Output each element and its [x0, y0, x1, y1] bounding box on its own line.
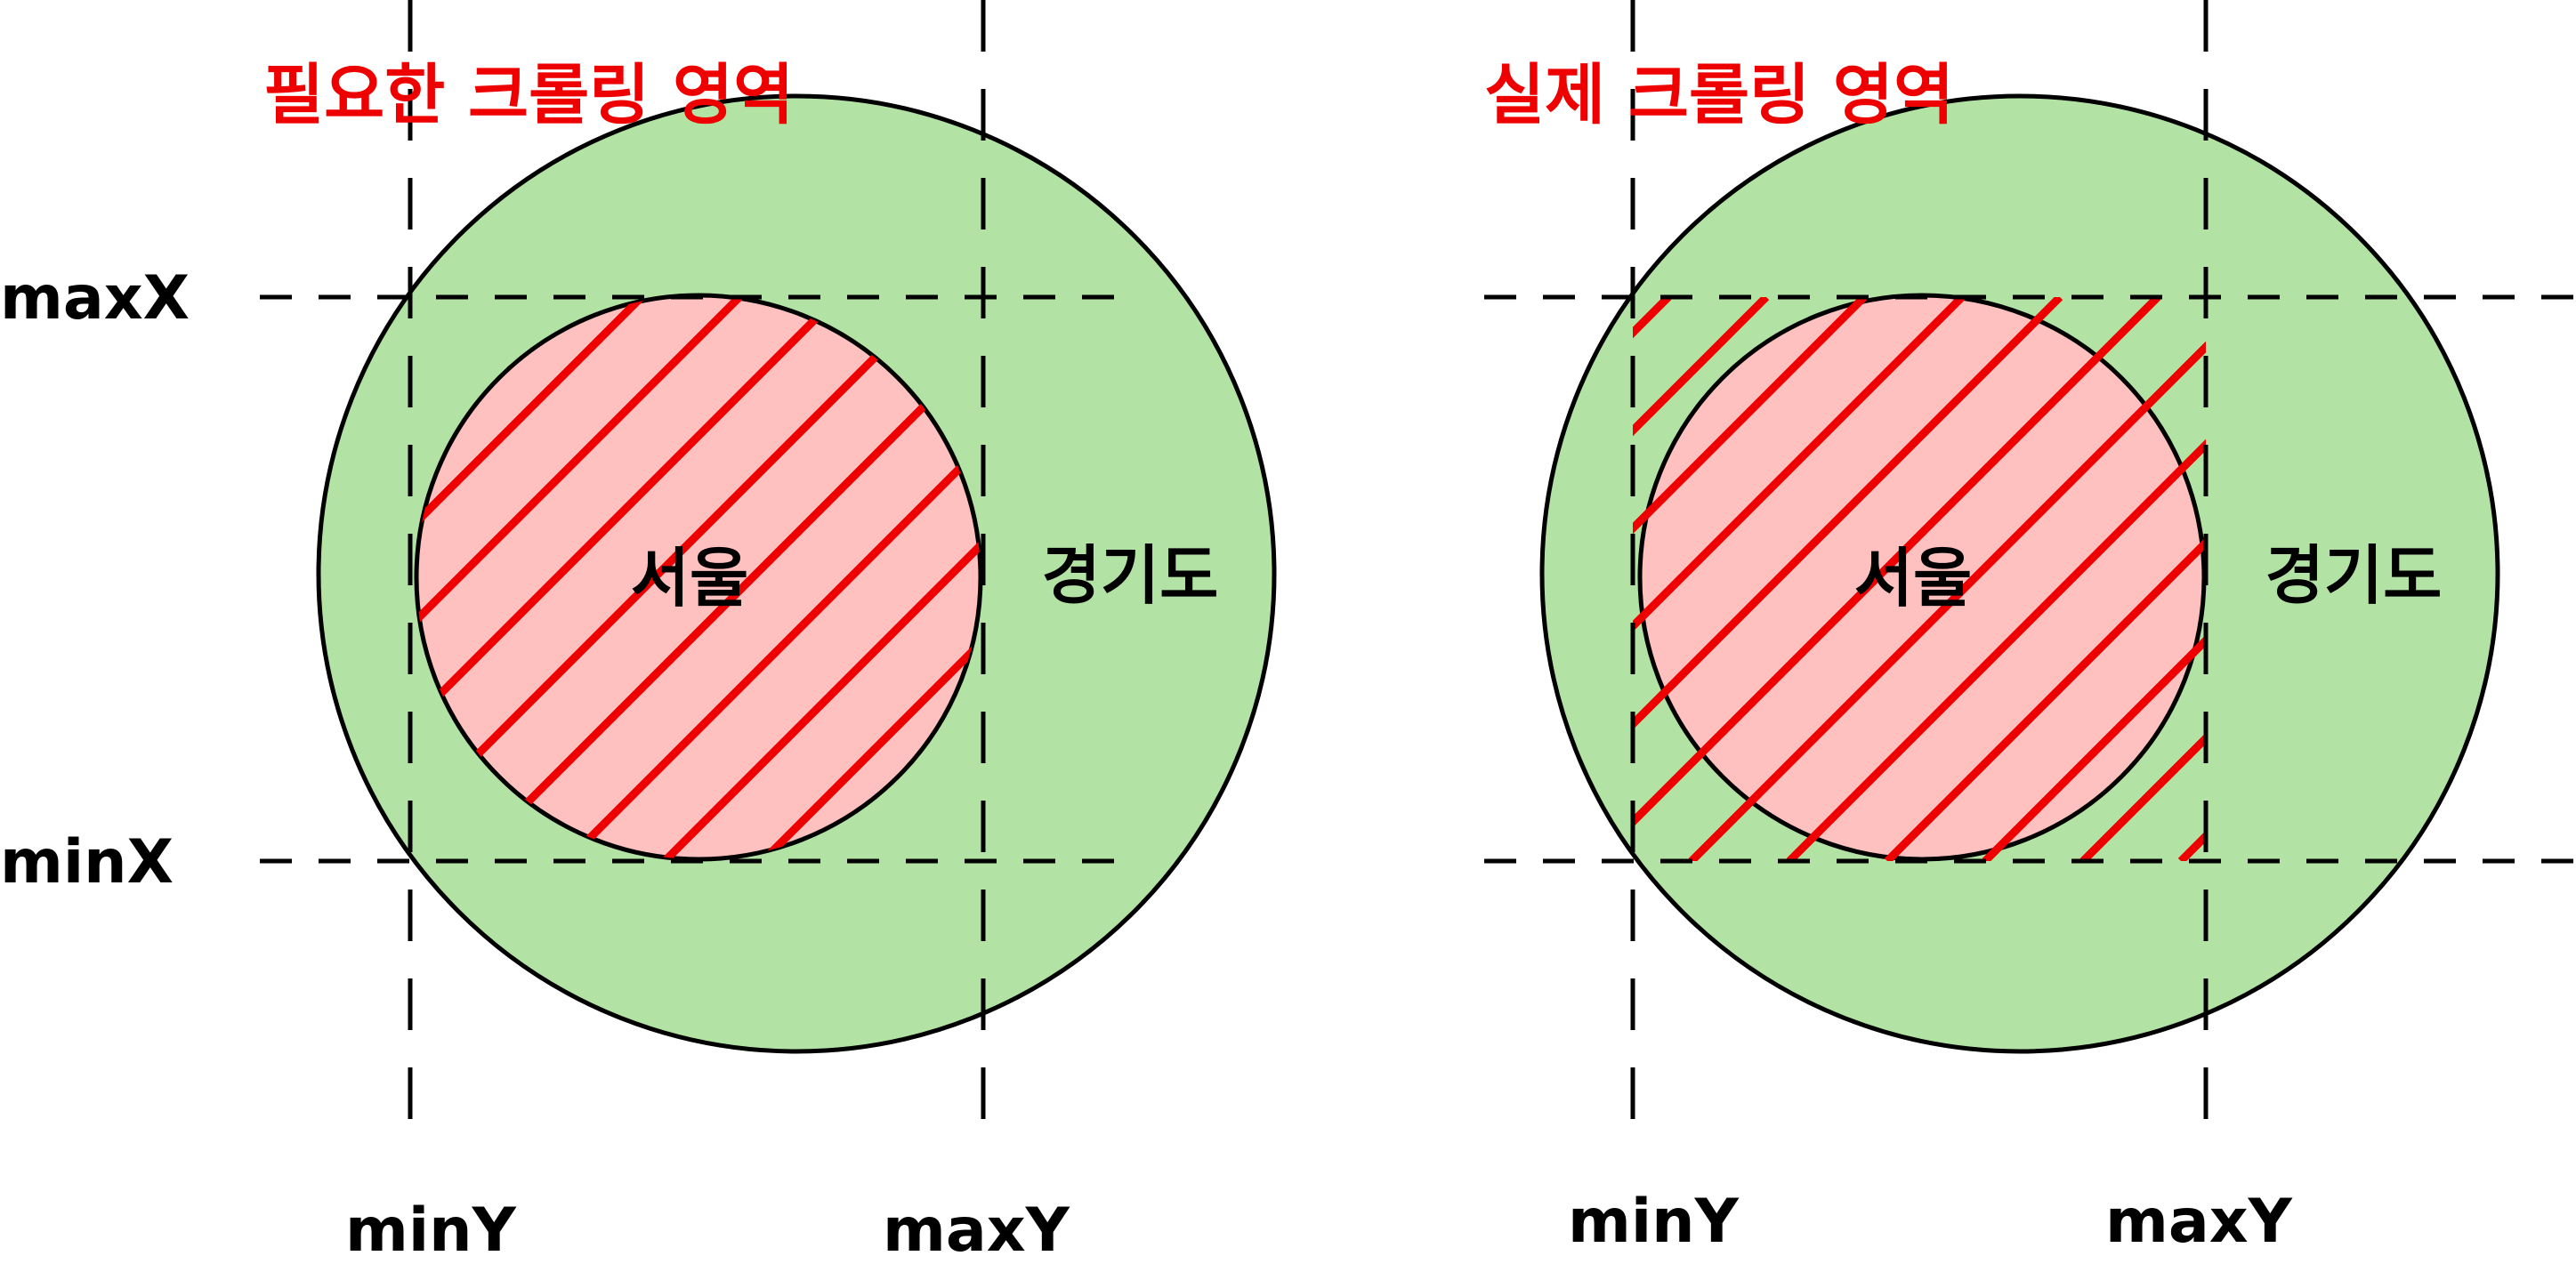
hatch-area-actual: [1633, 297, 2206, 861]
hatch-line: [1786, 439, 2206, 861]
panel-title: 실제 크롤링 영역: [1484, 57, 1954, 133]
outer-region-label: 경기도: [2265, 538, 2443, 613]
hatch-line: [1688, 341, 2206, 861]
panel-title: 필요한 크롤링 영역: [263, 57, 794, 133]
hatch-line: [416, 295, 645, 859]
maxY-label: maxY: [883, 1196, 1070, 1266]
maxX-label: maxX: [0, 263, 190, 334]
hatch-line: [1633, 297, 1966, 632]
hatch-line: [661, 295, 981, 859]
panel-required-area: 필요한 크롤링 영역 서울 경기도 maxX minX minY maxY: [0, 0, 1277, 1266]
hatch-line: [1884, 536, 2206, 861]
hatch-line: [563, 295, 981, 859]
inner-region-label: 서울: [1854, 541, 1972, 616]
hatch-line: [2079, 732, 2206, 861]
hatch-line: [1633, 297, 2161, 828]
hatch-line: [1633, 297, 2063, 730]
minY-label: minY: [1568, 1187, 1740, 1257]
minY-label: minY: [345, 1196, 517, 1266]
maxY-label: maxY: [2105, 1187, 2293, 1257]
hatch-line: [759, 295, 981, 859]
hatch-line: [416, 295, 841, 859]
hatch-line: [1633, 297, 1770, 437]
hatch-line: [1982, 634, 2206, 861]
minX-label: minX: [0, 827, 174, 898]
hatch-line: [1633, 297, 1868, 535]
inner-region-label: 서울: [631, 541, 748, 616]
panel-actual-area: 실제 크롤링 영역 서울 경기도 minY maxY: [1484, 0, 2576, 1257]
hatch-line: [416, 295, 743, 859]
outer-region-label: 경기도: [1042, 538, 1219, 613]
